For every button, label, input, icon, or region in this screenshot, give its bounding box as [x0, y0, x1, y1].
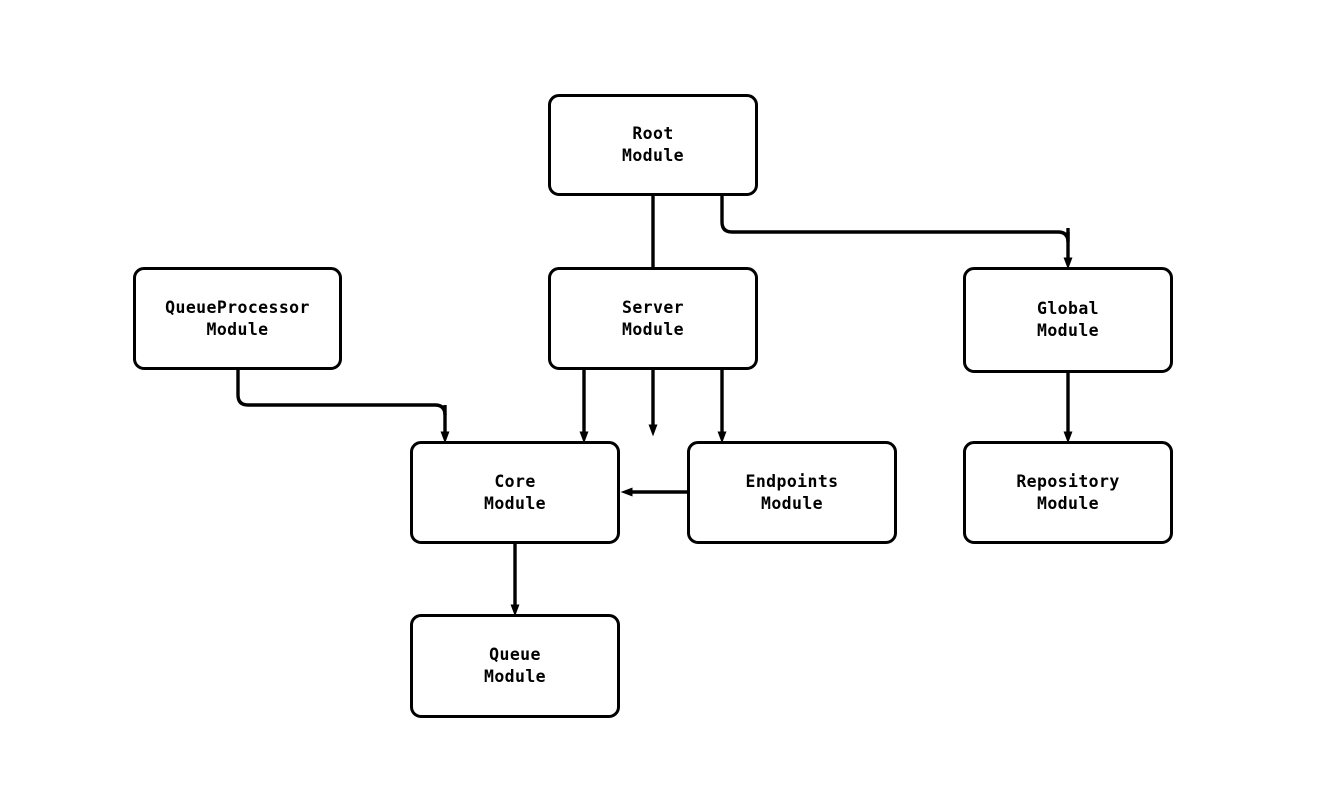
node-queue-module[interactable]: Queue Module	[410, 614, 620, 718]
node-global-module-line2: Module	[1036, 321, 1099, 340]
node-root-module-line1: Root	[632, 124, 674, 143]
node-core-module[interactable]: Core Module	[410, 441, 620, 544]
node-repository-module-line1: Repository	[1016, 471, 1120, 491]
node-core-module-line1: Core	[494, 471, 536, 491]
node-endpoints-module-line1: Endpoints	[745, 471, 839, 491]
node-server-module[interactable]: Server Module	[548, 267, 758, 370]
node-global-module[interactable]: Global Module	[963, 267, 1173, 373]
edge-root-global	[720, 196, 1073, 270]
node-queueprocessor-module-line1: QueueProcessor	[165, 297, 310, 317]
edge-queueprocessor-core	[236, 370, 450, 444]
node-server-module-line2: Module	[621, 319, 684, 339]
node-global-module-line1: Global	[1036, 299, 1099, 318]
node-queue-module-line2: Module	[483, 667, 546, 686]
node-repository-module[interactable]: Repository Module	[963, 441, 1173, 544]
node-root-module-line2: Module	[621, 146, 684, 165]
node-endpoints-module[interactable]: Endpoints Module	[687, 441, 897, 544]
node-queueprocessor-module-line2: Module	[206, 319, 269, 339]
node-queueprocessor-module[interactable]: QueueProcessor Module	[133, 267, 342, 370]
node-endpoints-module-line2: Module	[760, 493, 823, 513]
node-repository-module-line2: Module	[1036, 493, 1099, 513]
node-root-module[interactable]: Root Module	[548, 94, 758, 196]
node-queue-module-line1: Queue	[489, 645, 541, 664]
node-server-module-line1: Server	[621, 297, 684, 317]
node-core-module-line2: Module	[483, 493, 546, 513]
